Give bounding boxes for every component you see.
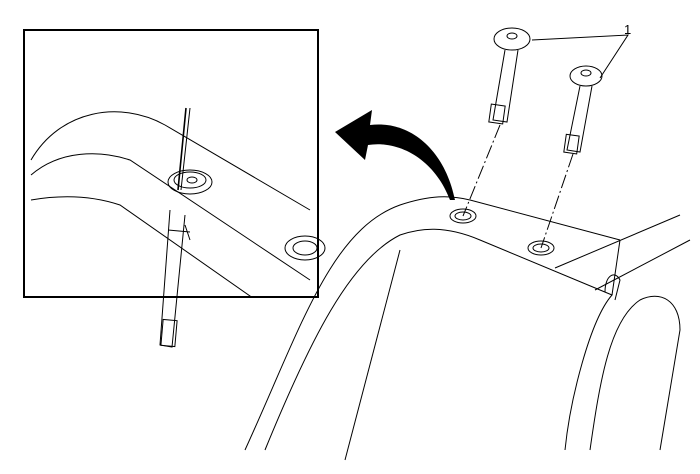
headrest-guide-2 — [540, 65, 603, 249]
detail-inset — [23, 29, 326, 348]
seat-back — [244, 196, 691, 461]
headrest-guide-1 — [462, 27, 531, 217]
callout-leader — [531, 34, 629, 79]
direction-arrow — [335, 110, 455, 200]
callout-label-1: 1 — [624, 22, 632, 37]
